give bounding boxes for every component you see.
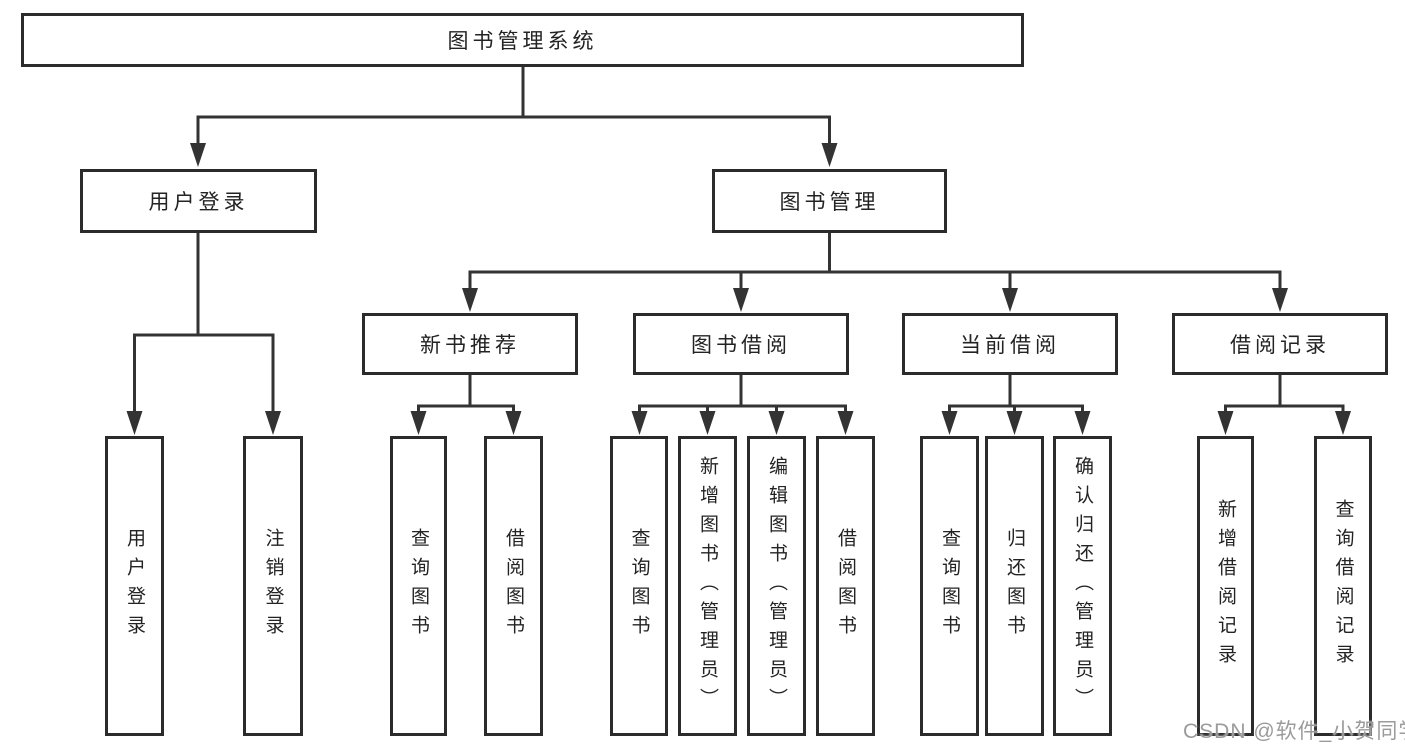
node-label: 图书借阅	[691, 334, 791, 357]
node-label: 借阅图书	[503, 528, 524, 644]
node-library-management-system: 图书管理系统	[21, 13, 1024, 67]
node-cb-confirm-return-admin: 确认归还（管理员）	[1053, 436, 1112, 736]
node-label: 借阅图书	[835, 528, 856, 644]
node-label: 查询图书	[408, 528, 429, 644]
node-label: 查询借阅记录	[1332, 499, 1354, 673]
node-label: 用户登录	[148, 191, 249, 214]
node-bb-borrow-books: 借阅图书	[816, 436, 875, 736]
node-book-borrowing: 图书借阅	[633, 313, 849, 375]
node-cb-return-books: 归还图书	[985, 436, 1044, 736]
node-rec-borrow-books: 借阅图书	[484, 436, 543, 736]
node-label: 归还图书	[1004, 528, 1025, 644]
node-label: 用户登录	[124, 528, 145, 644]
node-label: 新增借阅记录	[1215, 499, 1236, 673]
node-bb-add-books-admin: 新增图书（管理员）	[678, 436, 737, 736]
node-current-borrowing: 当前借阅	[902, 313, 1118, 375]
node-book-management: 图书管理	[712, 169, 947, 233]
node-label: 新增图书（管理员）	[697, 455, 718, 717]
node-label: 注销登录	[262, 528, 284, 644]
node-leaf-user-login: 用户登录	[105, 436, 164, 736]
node-leaf-logout: 注销登录	[243, 436, 303, 736]
node-cb-query-books: 查询图书	[920, 436, 979, 736]
node-label: 查询图书	[628, 528, 650, 644]
node-label: 查询图书	[939, 528, 960, 644]
node-borrowing-records: 借阅记录	[1172, 313, 1388, 375]
node-bb-edit-books-admin: 编辑图书（管理员）	[747, 436, 806, 736]
node-label: 图书管理	[779, 191, 880, 214]
node-label: 新书推荐	[420, 334, 520, 357]
node-label: 图书管理系统	[447, 30, 598, 53]
node-rec-query-books: 查询图书	[390, 436, 447, 736]
node-bb-query-books: 查询图书	[610, 436, 668, 736]
node-label: 确认归还（管理员）	[1072, 455, 1093, 717]
node-br-add-borrow-record: 新增借阅记录	[1197, 436, 1254, 736]
node-new-book-recommend: 新书推荐	[362, 313, 578, 375]
node-label: 编辑图书（管理员）	[766, 455, 787, 717]
csdn-watermark: CSDN @软件_小贺同学	[1183, 720, 1405, 743]
node-br-query-borrow-record: 查询借阅记录	[1314, 436, 1372, 736]
node-label: 借阅记录	[1230, 334, 1330, 357]
node-user-login: 用户登录	[80, 169, 317, 233]
node-label: 当前借阅	[960, 334, 1060, 357]
